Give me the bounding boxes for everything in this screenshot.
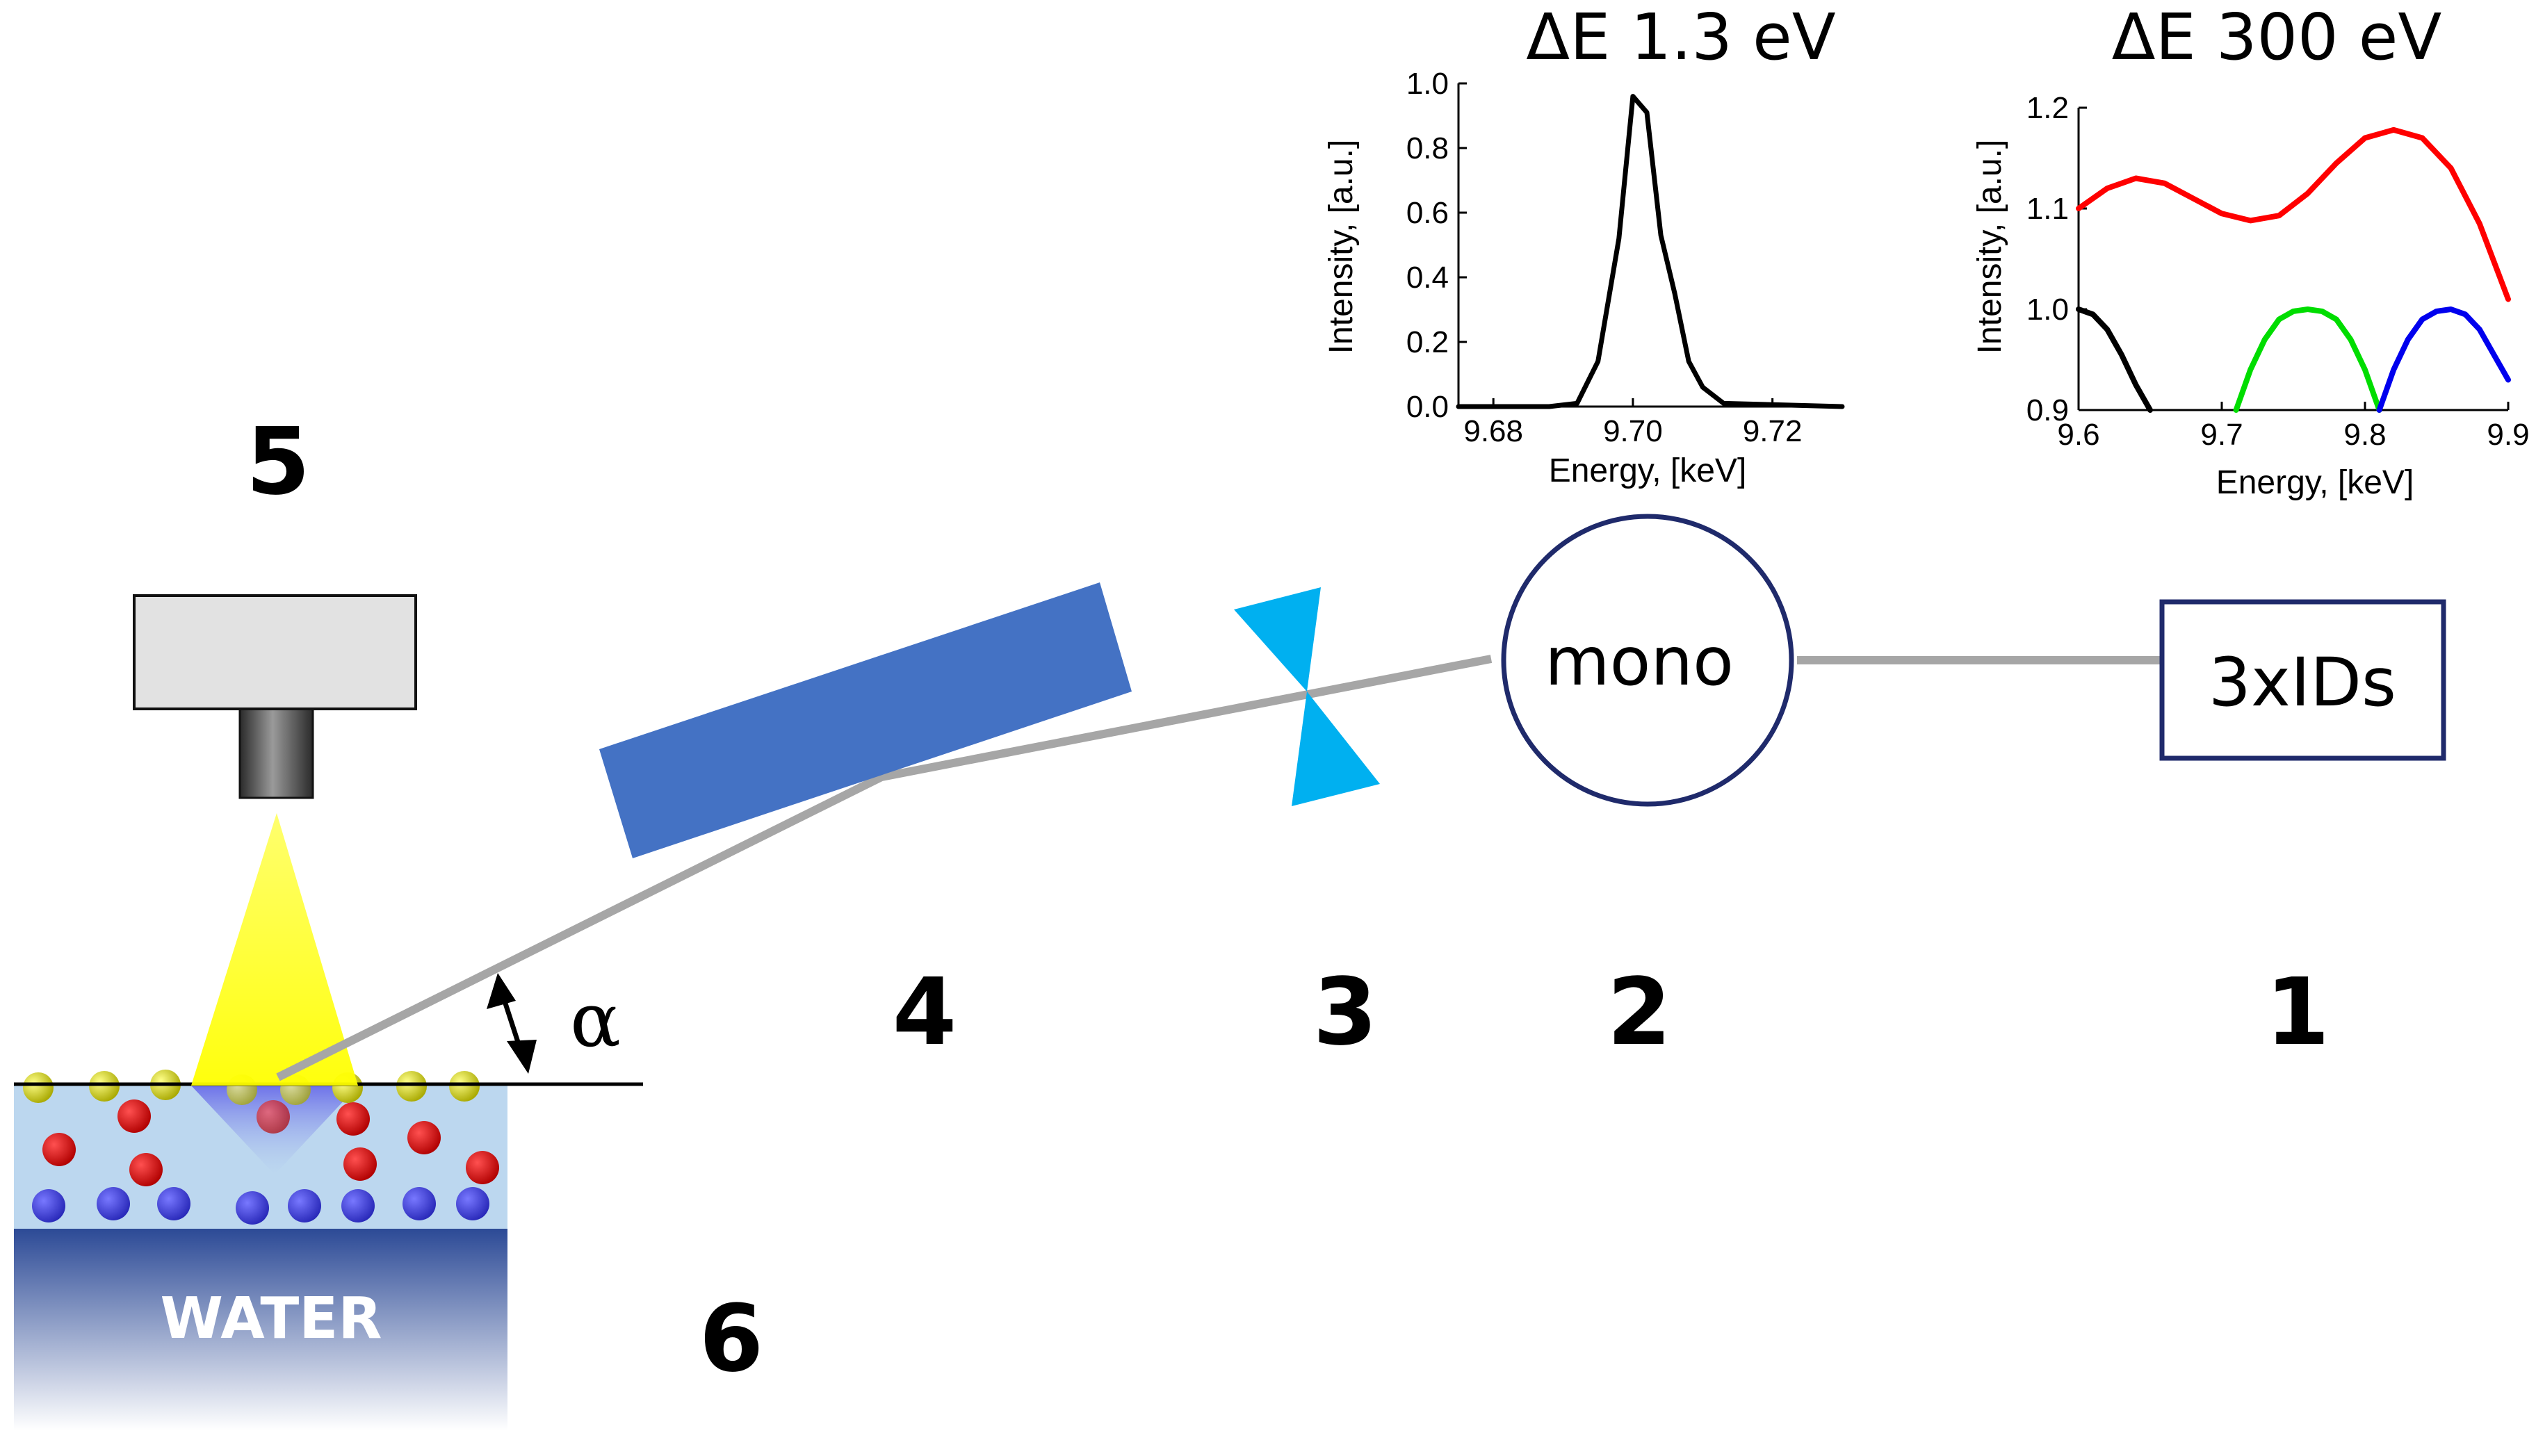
y-tick-label: 0.9 xyxy=(2026,393,2069,427)
series-line-1 xyxy=(2076,306,2153,413)
x-tick-label: 9.70 xyxy=(1603,414,1663,448)
slit-blade-bottom xyxy=(1292,692,1380,806)
atom-yellow xyxy=(89,1071,120,1102)
atom-blue xyxy=(403,1187,436,1220)
series-line-2 xyxy=(2233,306,2382,413)
x-ray-beam xyxy=(276,655,1493,1081)
ids-box xyxy=(2159,599,2446,761)
number-4: 4 xyxy=(893,959,957,1066)
atom-red xyxy=(117,1099,151,1133)
spectrum-chart-wide: ΔE 300 eV Energy, [keV] Intensity, [a.u.… xyxy=(1972,0,2530,501)
water-label: WATER xyxy=(161,1286,382,1352)
angle-arrowhead-bottom xyxy=(507,1040,537,1074)
mono-circle xyxy=(1501,514,1794,807)
angle-arrowhead-top xyxy=(487,973,516,1009)
slits xyxy=(1234,587,1380,806)
number-6: 6 xyxy=(699,1286,764,1393)
x-tick-label: 9.68 xyxy=(1463,414,1523,448)
x-tick-label: 9.72 xyxy=(1743,414,1803,448)
monochromator: mono xyxy=(1501,514,1794,807)
chart-xlabel: Energy, [keV] xyxy=(2216,464,2414,501)
chart-ylabel: Intensity, [a.u.] xyxy=(1323,140,1360,354)
number-2: 2 xyxy=(1607,959,1672,1066)
spectrum-chart-narrow: ΔE 1.3 eV Energy, [keV] Intensity, [a.u.… xyxy=(1323,0,1845,489)
mono-label: mono xyxy=(1545,623,1734,701)
chart-xlabel: Energy, [keV] xyxy=(1549,452,1747,489)
atom-yellow xyxy=(396,1071,427,1102)
mirror xyxy=(599,582,1132,858)
atom-blue xyxy=(456,1187,489,1220)
chart-title: ΔE 1.3 eV xyxy=(1526,0,1835,74)
y-tick-label: 1.2 xyxy=(2026,91,2069,125)
number-3: 3 xyxy=(1313,959,1378,1066)
x-tick-label: 9.6 xyxy=(2057,418,2099,452)
insertion-devices: 3xIDs xyxy=(2159,599,2446,761)
atom-blue xyxy=(157,1187,190,1220)
atom-blue xyxy=(288,1189,321,1222)
y-tick-label: 1.0 xyxy=(1406,67,1449,101)
fluorescence-detector xyxy=(133,594,417,1086)
detector-body xyxy=(133,594,417,710)
series-line-3 xyxy=(2376,306,2511,413)
ids-label: 3xIDs xyxy=(2209,644,2396,721)
number-1: 1 xyxy=(2266,959,2330,1066)
chart-title: ΔE 300 eV xyxy=(2112,0,2442,74)
atom-blue xyxy=(32,1189,65,1222)
atom-red xyxy=(257,1100,290,1134)
atom-red xyxy=(343,1147,377,1181)
y-tick-label: 0.0 xyxy=(1406,390,1449,424)
sample-cell: WATER xyxy=(14,1070,643,1430)
x-tick-label: 9.8 xyxy=(2343,418,2386,452)
y-tick-label: 0.8 xyxy=(1406,131,1449,165)
alpha-label: α xyxy=(570,977,621,1064)
atom-red xyxy=(466,1151,499,1184)
y-tick-label: 1.0 xyxy=(2026,293,2069,327)
y-tick-label: 1.1 xyxy=(2026,192,2069,226)
atom-blue xyxy=(236,1191,269,1225)
atom-blue xyxy=(97,1187,130,1220)
atom-red xyxy=(407,1121,441,1154)
number-5: 5 xyxy=(246,409,311,516)
fluorescence-cone xyxy=(191,813,358,1086)
x-tick-label: 9.9 xyxy=(2487,418,2529,452)
y-tick-label: 0.4 xyxy=(1406,261,1449,295)
slit-blade-top xyxy=(1234,587,1321,692)
atom-red xyxy=(336,1102,370,1136)
atom-yellow xyxy=(449,1071,480,1102)
atom-red xyxy=(129,1153,163,1186)
detector-head xyxy=(238,706,314,799)
series-line-0 xyxy=(1456,94,1845,409)
y-tick-label: 0.6 xyxy=(1406,196,1449,230)
y-tick-label: 0.2 xyxy=(1406,325,1449,359)
atom-blue xyxy=(341,1189,375,1222)
series-line-0 xyxy=(2076,126,2511,302)
incidence-angle: α xyxy=(487,973,621,1074)
chart-ylabel: Intensity, [a.u.] xyxy=(1972,140,2008,354)
atom-red xyxy=(42,1133,76,1166)
atom-yellow xyxy=(23,1072,54,1103)
water-bulk xyxy=(14,1229,507,1430)
x-tick-label: 9.7 xyxy=(2200,418,2243,452)
